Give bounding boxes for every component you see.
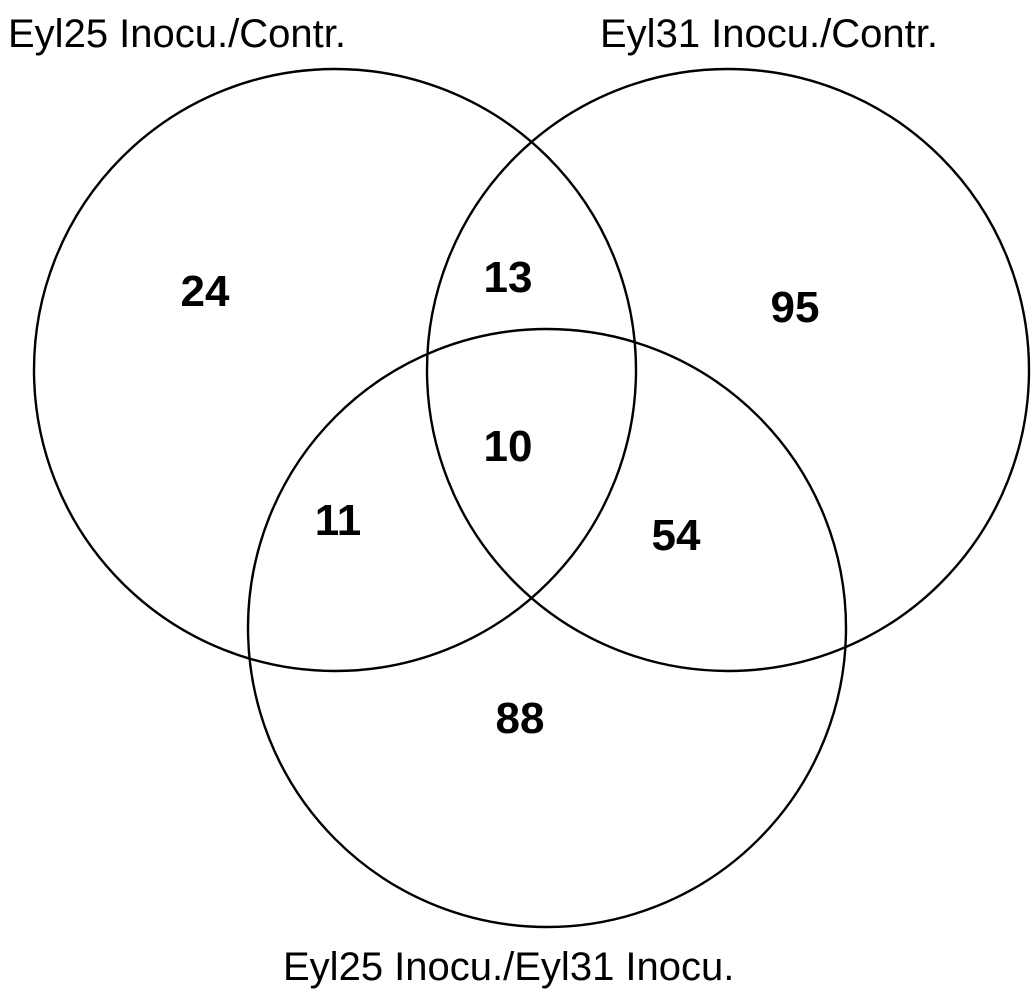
set-label-top-right: Eyl31 Inocu./Contr. bbox=[600, 12, 938, 56]
venn-count-a-b-c: 10 bbox=[483, 422, 533, 471]
venn-count-a-and-b: 13 bbox=[483, 253, 533, 302]
venn-circle-set-c bbox=[246, 327, 848, 929]
venn-count-b-only: 95 bbox=[770, 283, 820, 332]
venn-count-a-and-c: 11 bbox=[314, 496, 362, 545]
venn-count-a-only: 24 bbox=[180, 267, 230, 316]
set-label-top-left: Eyl25 Inocu./Contr. bbox=[8, 12, 346, 56]
venn-circle-set-a bbox=[32, 67, 638, 673]
venn-count-b-and-c: 54 bbox=[651, 511, 701, 560]
venn-circle-set-b bbox=[425, 67, 1031, 673]
venn-count-c-only: 88 bbox=[495, 694, 545, 743]
set-label-bottom: Eyl25 Inocu./Eyl31 Inocu. bbox=[283, 945, 735, 989]
